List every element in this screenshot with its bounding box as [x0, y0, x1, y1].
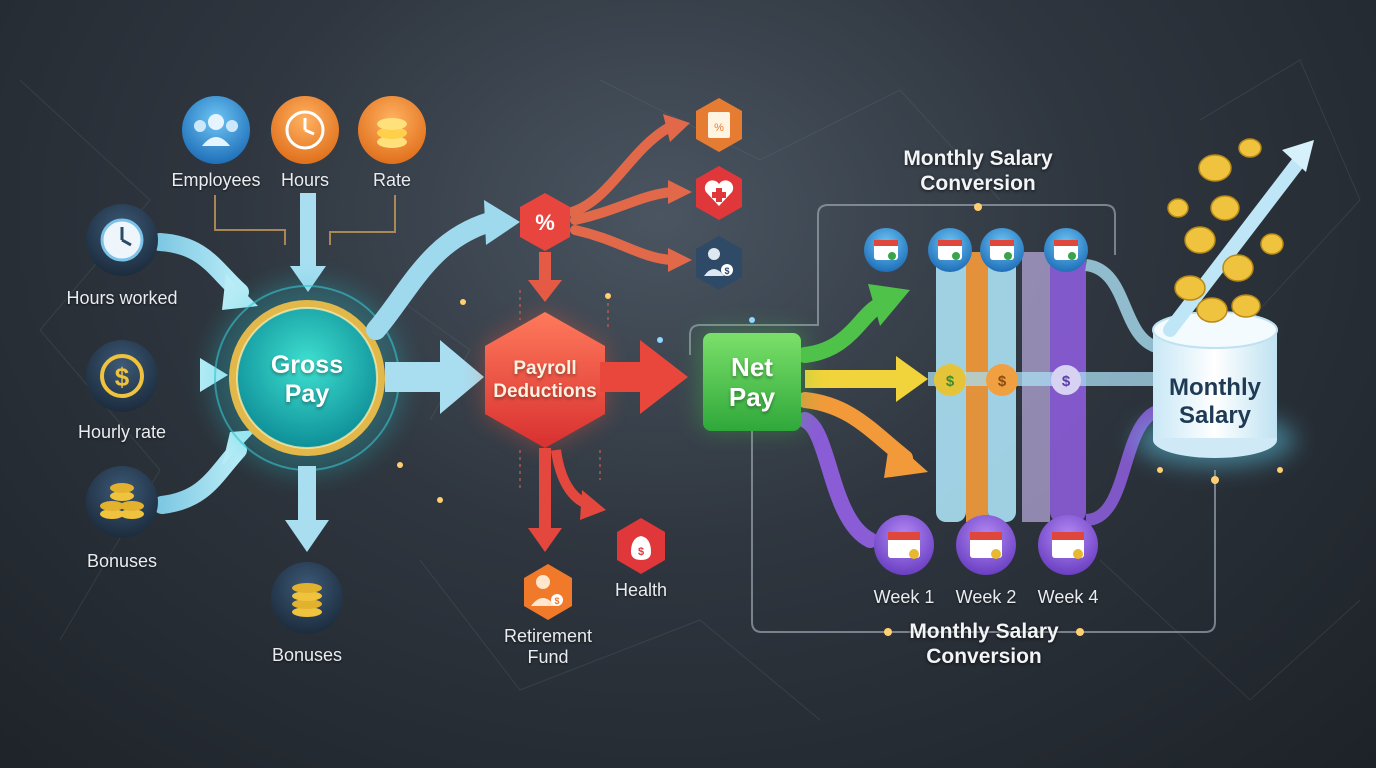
- svg-text:%: %: [714, 122, 724, 134]
- net-pay-title: Net Pay: [728, 352, 776, 412]
- deductions-down-arrows: [528, 448, 606, 552]
- svg-text:$: $: [554, 596, 559, 606]
- net-pay-node: [700, 330, 804, 431]
- health-label: Health: [614, 580, 668, 600]
- monthly-salary-title: Monthly Salary: [1169, 374, 1261, 429]
- gross-pay-title: Gross Pay: [270, 351, 344, 408]
- svg-text:$: $: [1062, 373, 1071, 390]
- money-bag-icon: [631, 536, 651, 560]
- retirement-hexagon: $: [524, 564, 572, 620]
- money-bag-icon: $: [986, 364, 1018, 396]
- receipt-hexagon: %: [696, 98, 742, 152]
- health-hexagon: [696, 166, 742, 220]
- money-bag-icon: $: [1051, 365, 1081, 395]
- bonuses-bottom-label: Bonuses: [271, 645, 343, 665]
- coins-icon: [271, 562, 343, 634]
- rate-label: Rate: [372, 170, 412, 190]
- yellow-flow-bar: [805, 370, 900, 388]
- week-4-label: Week 4: [1037, 587, 1099, 607]
- conversion-frame-top: [689, 204, 1116, 355]
- retirement-fund-label: Retirement Fund: [503, 626, 593, 667]
- monthly-salary-node: [1135, 311, 1295, 466]
- calendar-icon: [1044, 228, 1088, 272]
- gross-pay-node: [209, 280, 405, 476]
- conversion-title-bottom: Monthly Salary Conversion: [909, 620, 1059, 668]
- week-2-label: Week 2: [955, 587, 1017, 607]
- payroll-deductions-title: Payroll Deductions: [493, 358, 597, 402]
- svg-text:$: $: [115, 362, 130, 392]
- bonuses-down-arrow: [285, 466, 329, 552]
- deductions-to-net-arrow: [600, 340, 688, 414]
- percent-down-arrow: [528, 252, 562, 302]
- person-dollar-hexagon: $: [696, 236, 742, 290]
- percent-branch-arrows: [567, 123, 677, 265]
- sparkle-dots: [397, 203, 1283, 636]
- conversion-title-top: Monthly Salary Conversion: [903, 147, 1053, 195]
- week-1-label: Week 1: [873, 587, 935, 607]
- clock-icon: [86, 204, 158, 276]
- growth-arrow-icon: [1163, 140, 1314, 337]
- percent-hexagon: %: [520, 193, 570, 251]
- calendar-icon: [980, 228, 1024, 272]
- calendar-icon: [1038, 515, 1098, 575]
- money-bags-row: $ $ $: [934, 364, 1081, 396]
- hours-label: Hours: [280, 170, 330, 190]
- hours-arrow: [290, 193, 326, 292]
- svg-text:$: $: [724, 266, 729, 276]
- svg-text:$: $: [946, 373, 955, 390]
- payroll-deductions-node: [485, 312, 605, 448]
- coins-cluster: [1167, 138, 1284, 323]
- week-calendars: [874, 515, 1098, 575]
- gross-to-percent-arrow: [366, 212, 500, 340]
- svg-text:$: $: [638, 546, 644, 558]
- coins-icon: [86, 466, 158, 538]
- calendar-icon: [956, 515, 1016, 575]
- calendar-icon: [864, 228, 908, 272]
- bars-to-salary-bottom: [1085, 404, 1163, 526]
- person-dollar-icon: [708, 248, 720, 260]
- coins-icon: [358, 96, 426, 164]
- percent-icon: %: [535, 210, 555, 235]
- svg-text:$: $: [998, 373, 1007, 390]
- hours-worked-label: Hours worked: [66, 288, 178, 308]
- bonuses-left-label: Bonuses: [86, 551, 158, 571]
- receipt-icon: [708, 112, 730, 138]
- purple-flow: [797, 412, 878, 548]
- money-bag-icon: $: [934, 364, 966, 396]
- person-dollar-icon: [536, 575, 550, 589]
- clock-icon: [271, 96, 339, 164]
- dollar-icon: $: [86, 340, 158, 412]
- net-to-top-arrow: [797, 297, 888, 363]
- employees-icon: [182, 96, 250, 164]
- employees-label: Employees: [171, 170, 261, 190]
- health-money-hexagon: $: [617, 518, 665, 574]
- percent-branch-arrowheads: [663, 114, 692, 272]
- calendar-icon: [874, 515, 934, 575]
- top-input-connectors: [214, 195, 396, 245]
- hourly-rate-label: Hourly rate: [77, 422, 167, 442]
- bars-to-salary-top: [1084, 259, 1162, 354]
- salary-flow-line: [928, 372, 1158, 386]
- conversion-frame-bottom: [751, 410, 1216, 633]
- calendar-icon: [928, 228, 972, 272]
- gross-to-deductions-arrow: [385, 340, 484, 414]
- deduction-dotted-lines: [519, 290, 609, 492]
- calendar-top-row: [864, 228, 1088, 272]
